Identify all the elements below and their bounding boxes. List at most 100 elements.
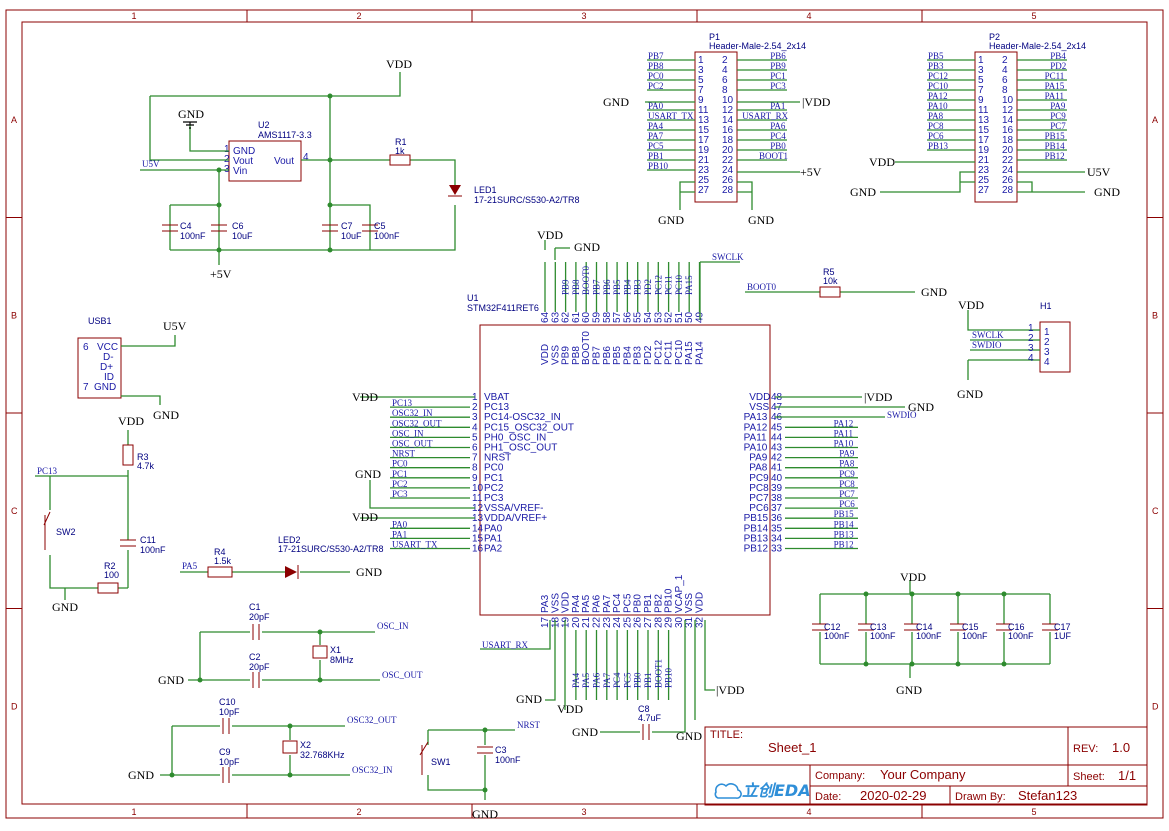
- u1-pin-top: PC10: [674, 340, 685, 365]
- r3-value: 4.7k: [137, 461, 155, 471]
- p1-p5v: +5V: [800, 165, 822, 179]
- p2-gnd-l: GND: [850, 185, 876, 199]
- u1-net-top: PD2: [643, 279, 653, 295]
- u1-pin-right: PA11: [744, 432, 767, 443]
- u1-pin-right: PB13: [744, 533, 769, 544]
- r4-ref: R4: [214, 547, 226, 557]
- tb-rev-label: REV:: [1073, 743, 1098, 755]
- p2-net-right: PB4: [1050, 51, 1066, 61]
- h1-pin4: 4: [1028, 353, 1034, 364]
- c5-symbol[interactable]: [362, 224, 378, 232]
- u1-pinnum-bottom: 23: [602, 616, 613, 628]
- led2-ref: LED2: [278, 535, 301, 545]
- c7-symbol[interactable]: [322, 224, 338, 232]
- u1-net-bottom: PA6: [592, 672, 602, 688]
- u1-pinnum-bottom: 26: [633, 616, 644, 628]
- u1-pin-left: PH0_OSC_IN: [484, 432, 546, 443]
- c2-value: 20pF: [249, 662, 270, 672]
- usart-rx-net: USART_RX: [482, 640, 528, 650]
- c2-symbol[interactable]: [252, 672, 260, 688]
- x1-ref: X1: [330, 645, 341, 655]
- p2-pinnum-left: 13: [978, 115, 990, 126]
- usb1-u5v: U5V: [163, 319, 187, 333]
- sw1-symbol[interactable]: [419, 741, 429, 775]
- u1-net-bottom: PA5: [581, 672, 591, 688]
- h1-pin2b: 2: [1044, 337, 1050, 348]
- u1-net-top: PC12: [653, 275, 663, 295]
- usb1-dp: D+: [100, 362, 113, 373]
- p2-net-left: PB13: [928, 141, 949, 151]
- p1-pinnum-left: 7: [698, 85, 704, 96]
- r1-body[interactable]: [389, 154, 411, 166]
- u1-pin-left: PC3: [484, 493, 504, 504]
- p1-pinnum-right: 14: [722, 115, 734, 126]
- p1-pinnum-left: 15: [698, 125, 710, 136]
- frame-row-left: A: [11, 115, 17, 125]
- c6-value: 10uF: [232, 231, 253, 241]
- c8-symbol[interactable]: [642, 724, 650, 740]
- usb1-body[interactable]: [77, 337, 122, 399]
- u1-net-right: PA8: [839, 459, 855, 469]
- c1-symbol[interactable]: [252, 624, 260, 640]
- u1-net-right: PA11: [834, 428, 853, 438]
- u1-pinnum-bottom: 20: [571, 616, 582, 628]
- p2-net-right: PB15: [1045, 131, 1066, 141]
- u1-pin-right: PC6: [749, 503, 769, 514]
- u1-pin-left: PC14-OSC32_IN: [484, 412, 561, 423]
- usb1-shield-6: 6: [83, 342, 89, 353]
- u2-body[interactable]: [228, 140, 302, 182]
- u1-pin-left: VBAT: [484, 392, 509, 403]
- x2-ref: X2: [300, 740, 311, 750]
- p2-vdd: VDD: [869, 155, 895, 169]
- h1-body[interactable]: [1039, 321, 1071, 373]
- p1-gnd: GND: [603, 95, 629, 109]
- u1-pin-right: PA9: [749, 453, 768, 464]
- u1-pin-left: PC15_OSC32_OUT: [484, 422, 574, 433]
- c11-symbol[interactable]: [120, 539, 136, 547]
- p1-body[interactable]: [694, 51, 738, 203]
- u1-net-right: PC6: [839, 499, 855, 509]
- c2-ref: C2: [249, 652, 261, 662]
- tb-company-label: Company:: [815, 770, 865, 782]
- u1-value: STM32F411RET6: [467, 303, 539, 313]
- p2-body[interactable]: [974, 51, 1018, 203]
- r3-body[interactable]: [122, 444, 134, 466]
- u1-net-bottom: PA7: [602, 672, 612, 688]
- p1-net-left: PA0: [648, 101, 664, 111]
- u1-pinnum-right: 44: [771, 432, 783, 443]
- c1-ref: C1: [249, 602, 261, 612]
- h1-pin1b: 1: [1044, 327, 1050, 338]
- u2-pinnum-1: 1: [224, 144, 230, 155]
- p1-pinnum-right: 4: [722, 65, 728, 76]
- c9-symbol[interactable]: [222, 767, 230, 783]
- sw2-symbol[interactable]: [43, 511, 51, 550]
- c3-symbol[interactable]: [477, 746, 493, 754]
- p2-net-left: PA10: [928, 101, 948, 111]
- led1-symbol[interactable]: [449, 185, 461, 195]
- r5-body[interactable]: [819, 286, 841, 298]
- p1-pinnum-left: 5: [698, 75, 704, 86]
- p1-pinnum-right: 12: [722, 105, 734, 116]
- u1-net-right: PA12: [834, 418, 854, 428]
- p1-pinnum-left: 11: [698, 105, 709, 116]
- r4-body[interactable]: [207, 566, 233, 578]
- c6-symbol[interactable]: [211, 224, 227, 232]
- u1-pinnum-left: 9: [472, 473, 478, 484]
- x2-body[interactable]: [282, 740, 298, 754]
- r2-body[interactable]: [97, 582, 119, 594]
- p1-net-right: PA1: [770, 101, 785, 111]
- u1-net-right: PC8: [839, 479, 855, 489]
- led2-symbol[interactable]: [285, 566, 297, 578]
- u1-net-left: OSC_IN: [392, 428, 424, 438]
- c4-symbol[interactable]: [162, 224, 178, 232]
- u1-pin-top: PB5: [612, 346, 623, 365]
- u1-pinnum-left: 3: [472, 412, 478, 423]
- x1-body[interactable]: [312, 645, 328, 659]
- u1-net-left: PC1: [392, 469, 408, 479]
- c10-symbol[interactable]: [222, 718, 230, 734]
- p1-net-left: PB1: [648, 151, 664, 161]
- p2-net-right: PA11: [1045, 91, 1064, 101]
- u5v-net: U5V: [142, 159, 160, 169]
- u1-body[interactable]: [479, 324, 771, 616]
- p1-net-right: USART_RX: [742, 111, 788, 121]
